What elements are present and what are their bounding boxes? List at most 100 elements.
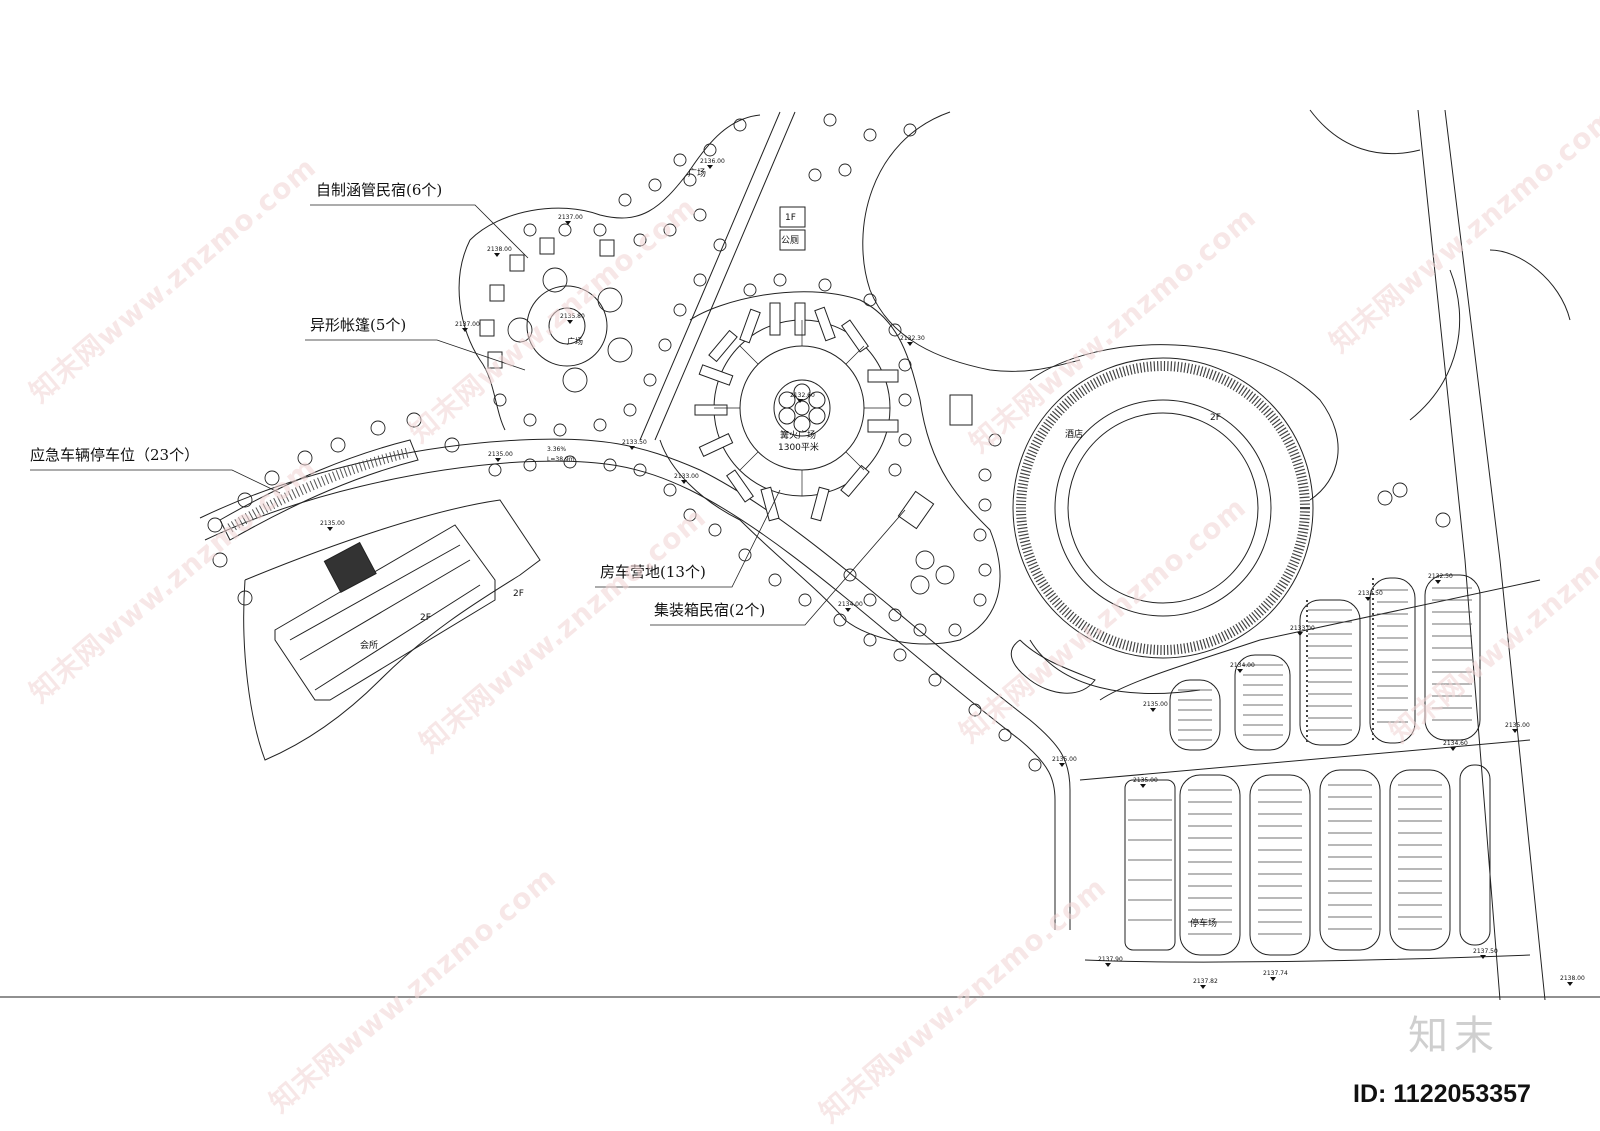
elevation-label: 2137.74 (1263, 970, 1288, 977)
leader-pipe-homestay (310, 204, 529, 259)
main-road-edge-lower (204, 460, 1056, 930)
hotel-access-arc (862, 111, 1081, 372)
elevation-marker-icon (1105, 963, 1111, 967)
bus-parking (1124, 779, 1176, 951)
callout-leaders (30, 204, 906, 626)
ramp-curve-2 (1409, 269, 1461, 421)
hotel-outer-ring (1012, 357, 1314, 659)
highway-outer-edge (1489, 249, 1571, 321)
elevation-marker-icon (845, 608, 851, 612)
ramp-curve (1309, 109, 1421, 155)
rv-camp-units (694, 206, 973, 530)
elevation-label: 2137.90 (1098, 956, 1123, 963)
elevation-marker-icon (1200, 985, 1206, 989)
leader-tents (305, 339, 526, 371)
elevation-marker-icon (1270, 977, 1276, 981)
highway-east-edge (1444, 109, 1546, 1001)
elevation-label: 2134.00 (838, 601, 863, 608)
parking-block (1169, 679, 1221, 751)
elevation-marker-icon (1150, 708, 1156, 712)
slope-label: 3.36% (547, 446, 566, 453)
bonfire-area-label: 1300平米 (778, 441, 819, 453)
callout-container-homestay: 集装箱民宿(2个) (654, 601, 766, 619)
parking-block (1319, 769, 1381, 951)
elevation-marker-icon (1512, 729, 1518, 733)
callout-tents: 异形帐篷(5个) (310, 316, 407, 334)
elevation-marker-icon (707, 165, 713, 169)
highway-west-edge (1417, 109, 1501, 1001)
elevation-marker-icon (1297, 632, 1303, 636)
elevation-label: 2133.50 (622, 439, 647, 446)
elevation-marker-icon (1450, 747, 1456, 751)
elevation-marker-icon (567, 320, 573, 324)
elevation-label: 2137.00 (455, 321, 480, 328)
elevation-label: 2138.00 (1560, 975, 1585, 982)
parking-lot-label: 停车场 (1190, 917, 1217, 929)
clubhouse-floor-label: 2F (420, 613, 431, 623)
parking-block (1389, 769, 1451, 951)
clubhouse-label: 会所 (360, 639, 378, 651)
elevation-label: 2136.00 (700, 158, 725, 165)
elevation-marker-icon (462, 328, 468, 332)
small-plaza-label: 广场 (567, 336, 583, 346)
elevation-marker-icon (1059, 763, 1065, 767)
hotel-roof-ring (1016, 361, 1310, 655)
elevation-label: 2137.00 (558, 214, 583, 221)
elevation-marker-icon (907, 342, 913, 346)
toilet-floor-label: 1F (785, 213, 796, 223)
elevation-marker-icon (1435, 580, 1441, 584)
pipe-homestay-area-outline (458, 114, 761, 431)
elevation-marker-icon (1480, 955, 1486, 959)
north-path (639, 111, 796, 441)
elevation-label: 2135.00 (488, 451, 513, 458)
campsite-boundary (659, 291, 1001, 645)
elevation-label: 2135.00 (1052, 756, 1077, 763)
hotel-drop-off (1010, 639, 1096, 694)
parking-block (1299, 599, 1361, 746)
parking-block (1459, 764, 1491, 946)
bonfire-plaza-inner (773, 379, 831, 437)
leader-container-homestay (650, 509, 906, 626)
parking-block (1234, 654, 1291, 751)
clubhouse-building (274, 524, 496, 701)
elevation-marker-icon (327, 527, 333, 531)
bonfire-flower (778, 383, 826, 433)
elevation-marker-icon (629, 446, 635, 450)
elevation-marker-icon (495, 458, 501, 462)
elevation-label: 2135.00 (1505, 722, 1530, 729)
elevation-label: 2134.00 (1230, 662, 1255, 669)
elevation-label: 2135.80 (560, 313, 585, 320)
watermark-logo: 知末 (1408, 1013, 1500, 1059)
elevation-label: 2133.00 (674, 473, 699, 480)
callout-pipe-homestay: 自制涵管民宿(6个) (316, 181, 443, 199)
plaza-radials (714, 320, 890, 496)
hotel-inner-ring-a (1054, 399, 1272, 617)
leader-emergency-parking (30, 469, 281, 494)
parking-block (1424, 574, 1481, 741)
slope-length-label: L=38.9m (547, 456, 575, 463)
elevation-label: 2135.00 (1143, 701, 1168, 708)
elevation-label: 2134.60 (1443, 740, 1468, 747)
elevation-marker-icon (1140, 784, 1146, 788)
parking-stalls (1128, 578, 1472, 935)
pipe-homestays (479, 237, 615, 369)
elevation-label: 2132.50 (1428, 573, 1453, 580)
elevation-label: 2137.82 (1193, 978, 1218, 985)
hotel-courtyard (1067, 412, 1259, 604)
elevation-markers: 2136.00 2137.00 2138.00 2135.80 2137.00 … (320, 158, 1585, 989)
elevation-marker-icon (565, 221, 571, 225)
elevation-marker-icon (681, 480, 687, 484)
elevation-label: 2135.00 (320, 520, 345, 527)
elevation-marker-icon (797, 399, 803, 403)
leader-rv-camp (595, 489, 781, 588)
elevation-label: 2137.50 (1473, 948, 1498, 955)
elevation-label: 2132.50 (1358, 590, 1383, 597)
parking-block (1249, 774, 1311, 956)
elevation-label: 2133.00 (1290, 625, 1315, 632)
elevation-marker-icon (1567, 982, 1573, 986)
emergency-parking-strip (219, 439, 419, 541)
trees (207, 113, 1451, 772)
image-id-label: ID: 1122053357 (1353, 1080, 1531, 1108)
parking-block (1179, 774, 1241, 956)
hotel-floor-label: 2F (1210, 413, 1221, 423)
